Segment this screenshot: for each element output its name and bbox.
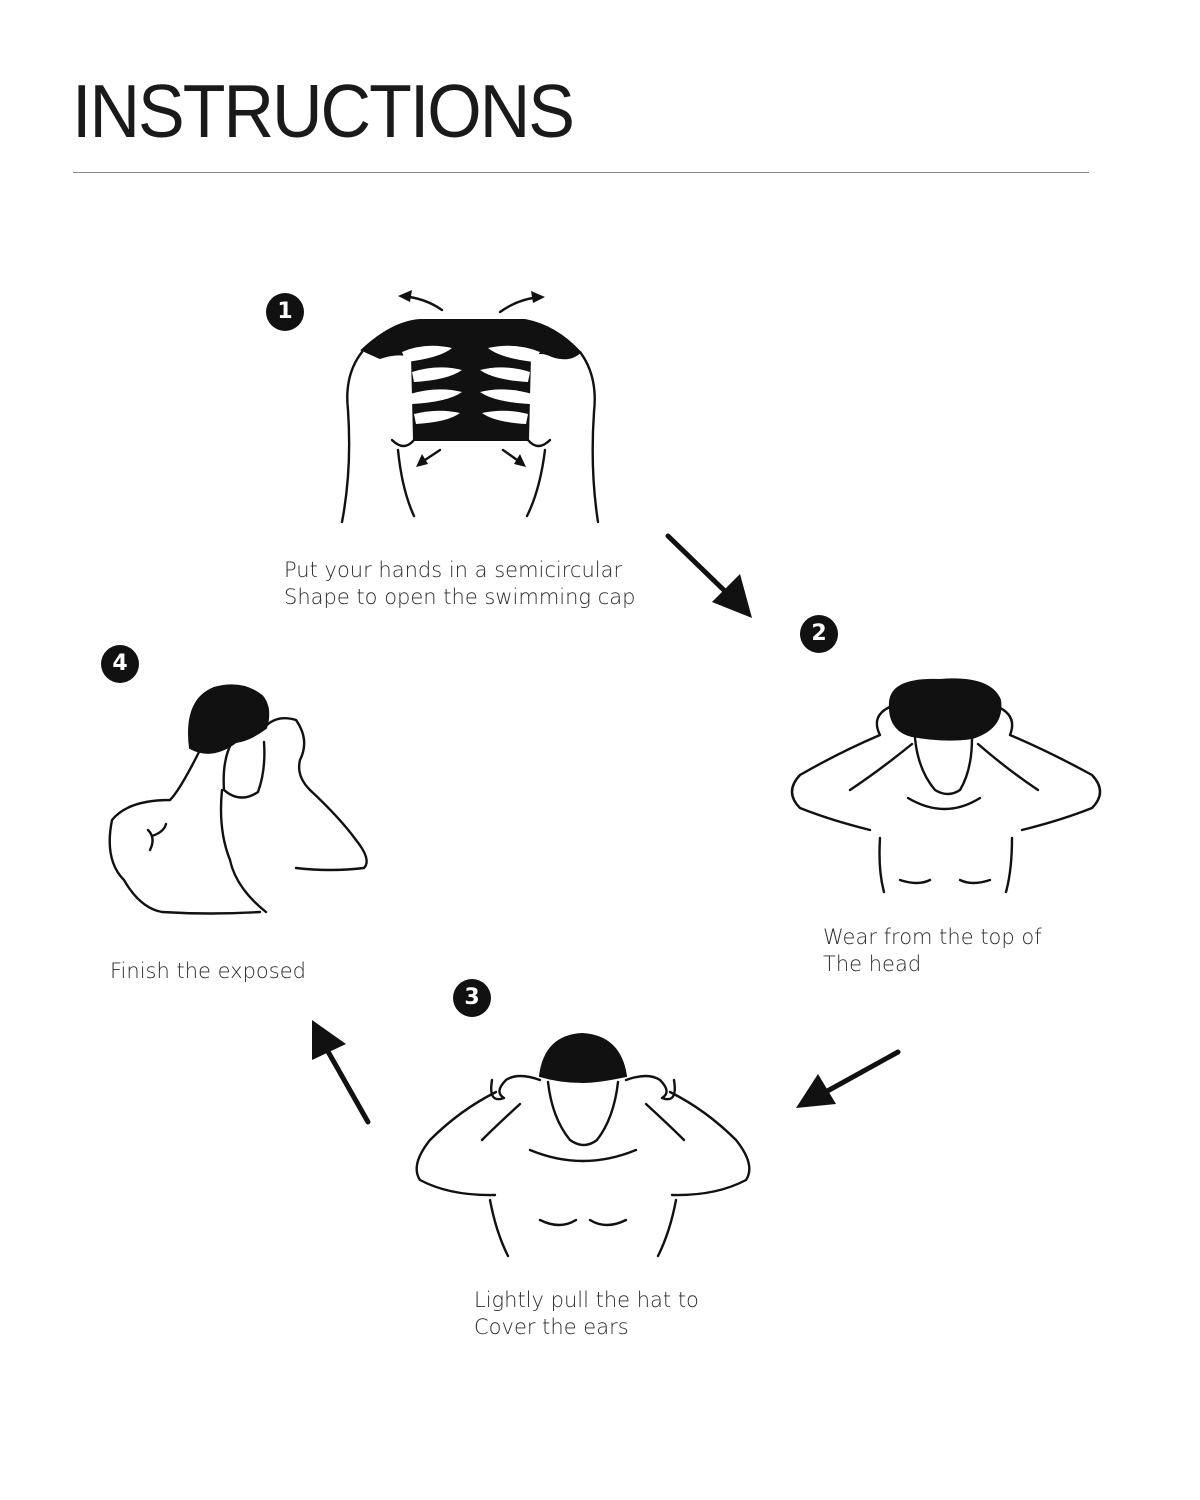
step-3-caption-line: Cover the ears bbox=[474, 1315, 629, 1339]
flow-arrow-2-to-3 bbox=[796, 1049, 901, 1108]
step-1-caption: Put your hands in a semicircular Shape t… bbox=[284, 557, 635, 611]
flow-arrow-1-to-2 bbox=[665, 533, 752, 618]
step-2-caption-line: Wear from the top of bbox=[823, 925, 1042, 949]
flow-arrow-3-to-4 bbox=[312, 1020, 371, 1125]
step-4-caption: Finish the exposed bbox=[110, 958, 306, 985]
step-3-illustration bbox=[415, 1032, 751, 1258]
title-divider bbox=[73, 172, 1089, 173]
step-1-caption-line: Shape to open the swimming cap bbox=[284, 585, 636, 609]
step-4-caption-line: Finish the exposed bbox=[110, 959, 306, 983]
step-4-illustration bbox=[108, 684, 368, 915]
step-2-caption-line: The head bbox=[823, 952, 922, 976]
step-3-caption-line: Lightly pull the hat to bbox=[474, 1288, 699, 1312]
page-title: INSTRUCTIONS bbox=[72, 69, 575, 154]
step-1-illustration bbox=[340, 290, 600, 524]
step-3-caption: Lightly pull the hat to Cover the ears bbox=[474, 1287, 699, 1341]
step-2-caption: Wear from the top of The head bbox=[823, 924, 1042, 978]
step-2-illustration bbox=[790, 678, 1102, 894]
step-1-badge: 1 bbox=[266, 293, 304, 331]
step-2-badge: 2 bbox=[800, 615, 838, 653]
step-4-badge: 4 bbox=[101, 645, 139, 683]
step-1-caption-line: Put your hands in a semicircular bbox=[284, 558, 623, 582]
step-3-badge: 3 bbox=[453, 979, 491, 1017]
